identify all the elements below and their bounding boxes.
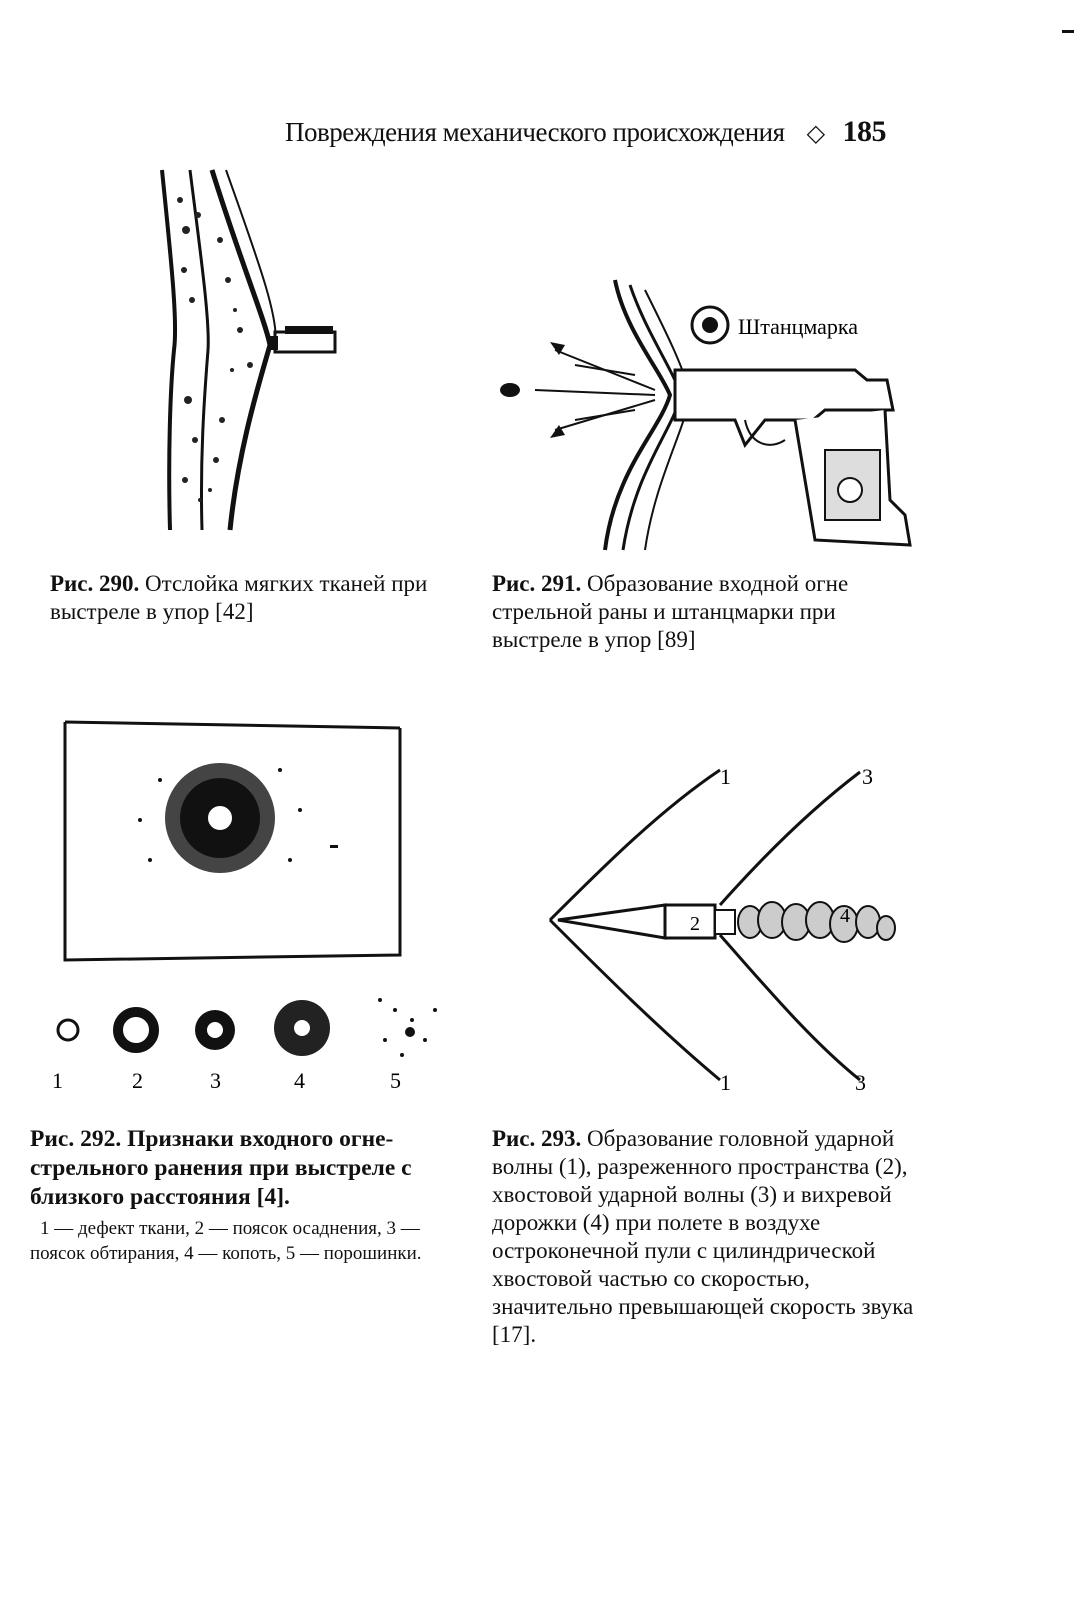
page-number: 185 <box>842 115 887 148</box>
fig292-legend: 1 — дефект ткани, 2 — поясок осаднения, … <box>30 1218 422 1264</box>
fig290-text: Отслойка мягких тканей при выстреле в уп… <box>50 571 428 624</box>
fig293-label: Рис. 293. <box>492 1126 582 1151</box>
fig291-label: Рис. 291. <box>492 571 582 596</box>
fig290-illustration <box>160 169 337 531</box>
fig292-num-4: 4 <box>294 1068 305 1093</box>
fig292-num-3: 3 <box>210 1068 221 1093</box>
fig291-text: Образование входной огне стрельной раны … <box>492 571 849 652</box>
fig293-illustration: 1 3 2 4 1 3 <box>548 764 896 1095</box>
diamond-icon: ◇ <box>806 121 825 147</box>
fig293-marker-3-bottom: 3 <box>855 1070 866 1095</box>
fig292-num-2: 2 <box>132 1068 143 1093</box>
fig291-callout: Штанцмарка <box>738 314 858 339</box>
corner-mark <box>1062 30 1074 33</box>
running-header: Повреждения механического происхождения ◇… <box>285 115 945 149</box>
fig293-text: Образование головной ударной волны (1), … <box>492 1126 914 1347</box>
fig293-marker-3-top: 3 <box>862 764 873 789</box>
fig292-text: Признаки входного огне-стрельного ранени… <box>30 1126 412 1210</box>
running-title: Повреждения механического происхождения <box>285 117 785 147</box>
fig291-illustration: Штанцмарка <box>500 279 912 551</box>
fig290-caption: Рис. 290. Отслойка мягких тканей при выс… <box>50 570 460 626</box>
fig292-num-1: 1 <box>52 1068 63 1093</box>
fig293-marker-1-top: 1 <box>720 764 731 789</box>
fig293-marker-1-bottom: 1 <box>720 1070 731 1095</box>
fig292-caption: Рис. 292. Признаки входного огне-стрельн… <box>30 1125 460 1212</box>
fig293-marker-2: 2 <box>690 913 700 935</box>
fig293-marker-4: 4 <box>840 905 850 927</box>
fig292-num-5: 5 <box>390 1068 401 1093</box>
fig292-label: Рис. 292. <box>30 1126 122 1152</box>
fig293-caption: Рис. 293. Образование головной ударной в… <box>492 1125 922 1349</box>
fig290-label: Рис. 290. <box>50 571 140 596</box>
fig291-caption: Рис. 291. Образование входной огне стрел… <box>492 570 922 654</box>
fig292-illustration: 1 2 3 4 5 <box>52 720 437 1093</box>
